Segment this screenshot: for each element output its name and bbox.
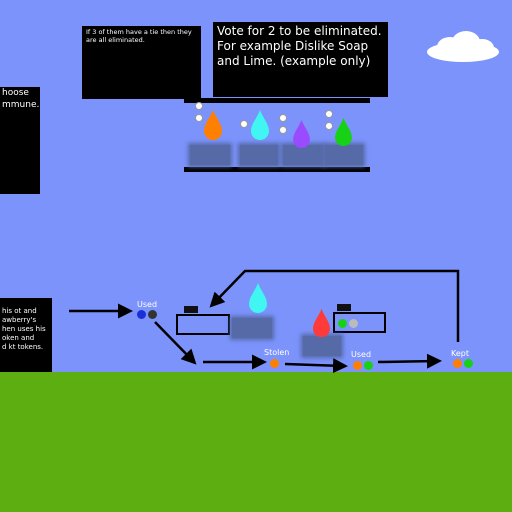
soap-flame-icon (251, 110, 269, 140)
contestant-plate-soap[interactable] (240, 145, 278, 165)
green-token (364, 361, 373, 370)
used-label-2: Used (351, 350, 372, 359)
arrow (209, 269, 460, 342)
left2-line-5: d kt tokens. (2, 343, 44, 351)
orange-token (270, 359, 279, 368)
left-line-1: hoose (2, 88, 29, 98)
left2-line-2: awberry's (2, 316, 37, 324)
vote-token (325, 122, 333, 130)
token-slot-box (333, 312, 386, 333)
vote-prompt-text: Vote for 2 to be eliminated. For example… (217, 24, 382, 68)
left2-line-4: oken and (2, 334, 35, 342)
ticket-icon (337, 304, 351, 311)
vote-token (195, 102, 203, 110)
green-token (338, 319, 347, 328)
grape-flame-icon (293, 120, 310, 148)
strawberry-flame-icon (313, 308, 330, 338)
arrow (377, 353, 442, 369)
vote-token (240, 120, 248, 128)
contestant-plate-orange[interactable] (190, 145, 230, 165)
vote-token (279, 126, 287, 134)
vote-token (195, 114, 203, 122)
grey-token (349, 319, 358, 328)
dark-token (148, 310, 157, 319)
arrow (154, 321, 197, 365)
ticket-icon (184, 306, 198, 313)
orange-token (453, 359, 462, 368)
soap-plate (232, 318, 272, 338)
arrow (284, 358, 348, 374)
used-label: Used (137, 300, 158, 309)
left2-line-1: his ot and (2, 307, 37, 315)
vote-token (279, 114, 287, 122)
strawberry-plate (303, 336, 341, 356)
cloud-icon (427, 31, 499, 62)
voting-strip-top (184, 98, 370, 103)
left2-line-3: hen uses his (2, 325, 46, 333)
soap-flame-icon (249, 283, 267, 313)
green-token (464, 359, 473, 368)
contestant-plate-lime[interactable] (325, 145, 363, 165)
tie-note-box: If 3 of them have a tie then they are al… (82, 26, 201, 99)
ground (0, 372, 512, 512)
orange-token (353, 361, 362, 370)
left-info-box: hoose mmune. (0, 87, 40, 194)
token-slot-box (176, 314, 230, 335)
orange-flame-icon (204, 110, 222, 140)
left-line-2: mmune. (2, 100, 40, 110)
voting-strip-bottom (184, 167, 370, 172)
left-info-box-2: his ot and awberry's hen uses his oken a… (0, 298, 52, 372)
vote-prompt-box: Vote for 2 to be eliminated. For example… (213, 22, 388, 97)
tie-note-text: If 3 of them have a tie then they are al… (86, 28, 192, 44)
contestant-plate-grape[interactable] (283, 145, 323, 165)
kept-label: Kept (451, 349, 469, 358)
blue-token (137, 310, 146, 319)
lime-flame-icon (335, 118, 352, 146)
stolen-label: Stolen (264, 348, 290, 357)
vote-token (325, 110, 333, 118)
